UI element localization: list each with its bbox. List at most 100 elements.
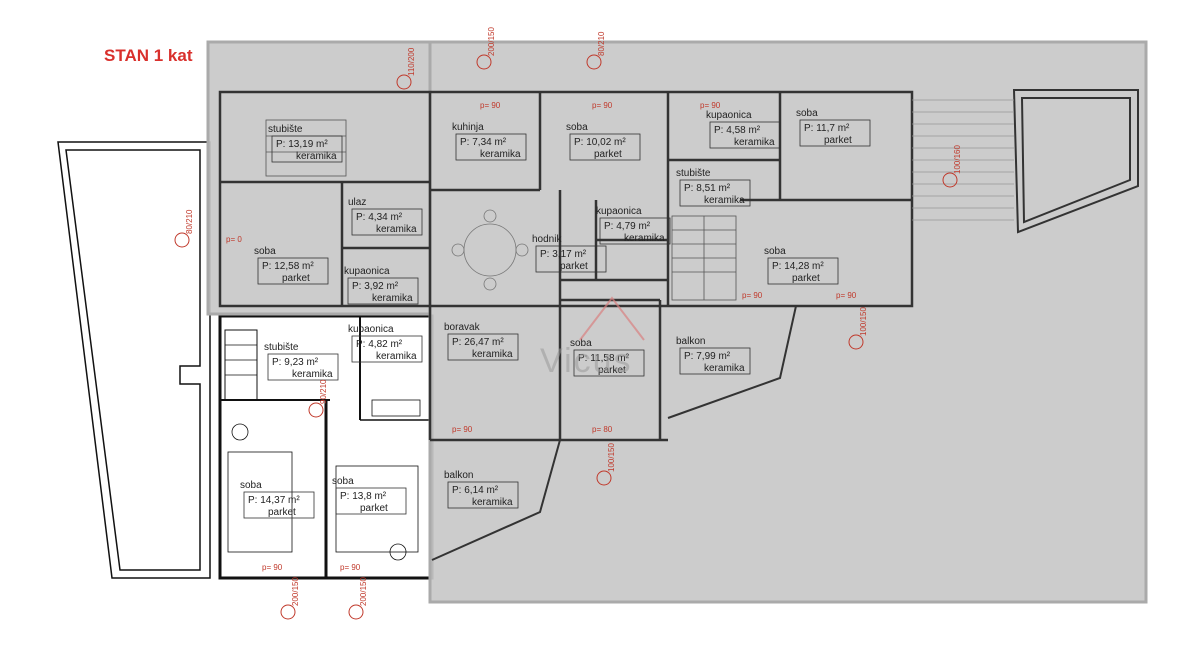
room-area: P: 7,34 m² (460, 137, 507, 148)
room-label-box (351, 208, 423, 236)
dimension-text: 200/150 (487, 27, 496, 56)
dimension-circle (396, 74, 412, 90)
dimension-marker: 100/150 (596, 443, 616, 486)
dimension-marker: 200/150 (348, 577, 368, 620)
room-floor-type: keramika (480, 149, 521, 160)
upper-walls (218, 90, 914, 442)
door-width-label: p= 90 (262, 563, 283, 572)
room-floor-type: keramika (734, 137, 775, 148)
room-label-box (351, 335, 423, 363)
room-area: P: 13,8 m² (340, 491, 387, 502)
room-name: soba (764, 246, 786, 257)
dimension-text: 100/160 (953, 145, 962, 174)
room-name: kupaonica (348, 324, 394, 335)
dimension-circle (848, 334, 864, 350)
door-width-label: p= 80 (592, 425, 613, 434)
dimension-marker: 100/150 (848, 307, 868, 350)
room-area: P: 6,14 m² (452, 485, 499, 496)
room-name: balkon (676, 336, 705, 347)
room-label-box (535, 245, 607, 273)
plan-title: STAN 1 kat (104, 46, 193, 65)
room-label-box (267, 353, 339, 381)
room-floor-type: parket (360, 503, 388, 514)
dining-table (451, 209, 529, 291)
room-floor-type: parket (268, 507, 296, 518)
room-floor-type: parket (824, 135, 852, 146)
door-width-label: p= 90 (742, 291, 763, 300)
room-name: stubište (264, 342, 299, 353)
dimension-markers: 200/150 200/150 100/150 100/150 110/200 100/1… (174, 27, 962, 620)
room-area: P: 9,23 m² (272, 357, 319, 368)
dimension-text: 200/150 (359, 577, 368, 606)
room-label-box (599, 217, 671, 245)
dimension-text: 200/150 (291, 577, 300, 606)
dimension-marker: 90/210 (308, 379, 328, 418)
dimension-text: 110/200 (407, 47, 416, 76)
dimension-circle (476, 54, 492, 70)
door-width-label: p= 0 (226, 235, 242, 244)
stair-lines-right (912, 99, 1014, 221)
room-name: stubište (268, 124, 303, 135)
room-area: P: 4,34 m² (356, 212, 403, 223)
room-name: balkon (444, 470, 473, 481)
room-label-box (709, 121, 781, 149)
room-floor-type: keramika (472, 349, 513, 360)
room-floor-type: keramika (704, 195, 745, 206)
dimension-marker: 100/160 (942, 145, 962, 188)
watermark: Vicus (540, 296, 645, 380)
room-name: stubište (676, 168, 711, 179)
room-floor-type: parket (598, 365, 626, 376)
room-area: P: 13,19 m² (276, 139, 328, 150)
dimension-text: 80/210 (185, 209, 194, 234)
balconies (431, 89, 1139, 561)
room-area: P: 11,7 m² (804, 123, 850, 134)
dimension-circle (942, 172, 958, 188)
dimension-text: 90/210 (319, 379, 328, 404)
room-floor-type: parket (594, 149, 622, 160)
room-name: soba (240, 480, 262, 491)
room-name: boravak (444, 322, 481, 333)
room-label-box (679, 179, 751, 207)
door-width-label: p= 90 (592, 101, 613, 110)
dimension-circle (308, 402, 324, 418)
room-floor-type: keramika (372, 293, 413, 304)
dimension-circle (280, 604, 296, 620)
room-label-box (257, 257, 329, 285)
room-floor-type: keramika (704, 363, 745, 374)
room-name: kupaonica (706, 110, 752, 121)
room-floor-type: parket (560, 261, 588, 272)
dimension-text: 100/150 (859, 307, 868, 336)
door-width-label: p= 90 (480, 101, 501, 110)
room-label-box (243, 491, 315, 519)
room-area: P: 11,58 m² (578, 353, 630, 364)
room-area: P: 4,79 m² (604, 221, 651, 232)
room-area: P: 26,47 m² (452, 337, 504, 348)
room-label-box (347, 277, 419, 305)
dimension-circle (348, 604, 364, 620)
dimension-circle (174, 232, 190, 248)
dimension-marker: 200/150 (476, 27, 496, 70)
room-name: soba (796, 108, 818, 119)
room-area: P: 4,58 m² (714, 125, 761, 136)
room-area: P: 14,37 m² (248, 495, 300, 506)
dimension-text: 80/210 (597, 31, 606, 56)
room-floor-type: keramika (376, 351, 417, 362)
